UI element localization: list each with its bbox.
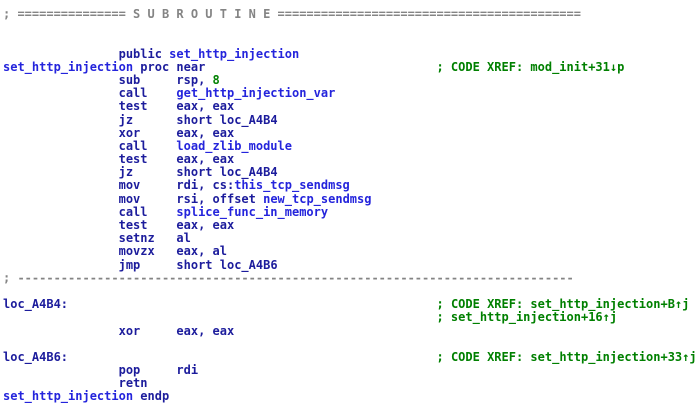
banner-line: ; =============== S U B R O U T I N E ==…	[3, 8, 700, 21]
instruction-line: retn	[3, 377, 700, 390]
asm-text: jz short	[3, 166, 220, 180]
asm-text: xor eax, eax	[3, 324, 235, 338]
spacer	[3, 311, 436, 324]
asm-text: call	[3, 205, 177, 219]
instruction-line: call load_zlib_module	[3, 140, 700, 153]
asm-text: sub rsp,	[3, 73, 213, 87]
asm-text: test eax, eax	[3, 100, 235, 114]
symbol-name[interactable]: this_tcp_sendmsg	[234, 179, 350, 193]
asm-text: proc near	[133, 60, 206, 74]
instruction-line: xor eax, eax	[3, 325, 700, 338]
endp-line: set_http_injection endp	[3, 390, 700, 403]
local-label[interactable]: loc_A4B6	[219, 258, 278, 272]
spacer	[205, 61, 436, 74]
instruction-line: xor eax, eax	[3, 127, 700, 140]
label-line: loc_A4B6: ; CODE XREF: set_http_injectio…	[3, 351, 700, 364]
asm-text: jmp short	[3, 258, 220, 272]
symbol-name[interactable]: get_http_injection_var	[176, 87, 336, 101]
local-label[interactable]: loc_A4B4	[219, 166, 278, 180]
asm-text: call	[3, 87, 177, 101]
spacer	[68, 298, 436, 311]
instruction-line: setnz al	[3, 232, 700, 245]
instruction-line: movzx eax, al	[3, 245, 700, 258]
blank-line	[3, 34, 700, 47]
instruction-line: mov rsi, offset new_tcp_sendmsg	[3, 193, 700, 206]
xref-comment[interactable]: ; CODE XREF: set_http_injection+33↑j	[436, 350, 697, 364]
asm-text: mov rdi, cs:	[3, 179, 235, 193]
subroutine-banner: ; =============== S U B R O U T I N E ==…	[3, 8, 581, 21]
asm-text: setnz al	[3, 232, 191, 246]
blank-line	[3, 285, 700, 298]
number-literal: 8	[212, 73, 220, 87]
instruction-line: call get_http_injection_var	[3, 87, 700, 100]
xref-comment[interactable]: ; CODE XREF: mod_init+31↓p	[436, 60, 625, 74]
local-label[interactable]: loc_A4B4:	[3, 298, 69, 312]
instruction-line: jmp short loc_A4B6	[3, 259, 700, 272]
asm-text: test eax, eax	[3, 219, 235, 232]
instruction-line: mov rdi, cs:this_tcp_sendmsg	[3, 179, 700, 192]
spacer	[68, 351, 436, 364]
separator-line: ; --------------------------------------…	[3, 272, 700, 285]
separator-line-text: ; --------------------------------------…	[3, 271, 574, 285]
symbol-name[interactable]: new_tcp_sendmsg	[263, 192, 372, 206]
symbol-name[interactable]: set_http_injection	[3, 60, 134, 74]
symbol-name[interactable]: splice_func_in_memory	[176, 205, 329, 219]
asm-text: retn	[3, 377, 148, 391]
instruction-line: pop rdi	[3, 364, 700, 377]
instruction-line: test eax, eax	[3, 100, 700, 113]
xref-comment[interactable]: ; set_http_injection+16↑j	[436, 311, 618, 325]
instruction-line: sub rsp, 8	[3, 74, 700, 87]
symbol-name[interactable]: load_zlib_module	[176, 139, 292, 153]
instruction-line: jz short loc_A4B4	[3, 114, 700, 127]
public-decl-line: public set_http_injection	[3, 48, 700, 61]
instruction-line: call splice_func_in_memory	[3, 206, 700, 219]
comment-line: ; set_http_injection+16↑j	[3, 311, 700, 324]
asm-text: xor eax, eax	[3, 126, 235, 140]
instruction-line: jz short loc_A4B4	[3, 166, 700, 179]
proc-header-line: set_http_injection proc near ; CODE XREF…	[3, 61, 700, 74]
blank-line	[3, 338, 700, 351]
xref-comment[interactable]: ; CODE XREF: set_http_injection+B↑j	[436, 298, 690, 312]
asm-text: mov rsi, offset	[3, 192, 264, 206]
label-line: loc_A4B4: ; CODE XREF: set_http_injectio…	[3, 298, 700, 311]
instruction-line: test eax, eax	[3, 153, 700, 166]
local-label[interactable]: loc_A4B4	[219, 113, 278, 127]
asm-text: jz short	[3, 113, 220, 127]
instruction-line: test eax, eax	[3, 219, 700, 232]
asm-text: movzx eax, al	[3, 245, 227, 259]
asm-text: call	[3, 139, 177, 153]
local-label[interactable]: loc_A4B6:	[3, 350, 69, 364]
asm-text: public	[3, 47, 170, 61]
asm-text: test eax, eax	[3, 153, 235, 167]
asm-text: pop rdi	[3, 364, 199, 378]
symbol-name[interactable]: set_http_injection	[169, 47, 300, 61]
asm-text: endp	[133, 390, 170, 404]
blank-line	[3, 21, 700, 34]
symbol-name[interactable]: set_http_injection	[3, 390, 134, 404]
